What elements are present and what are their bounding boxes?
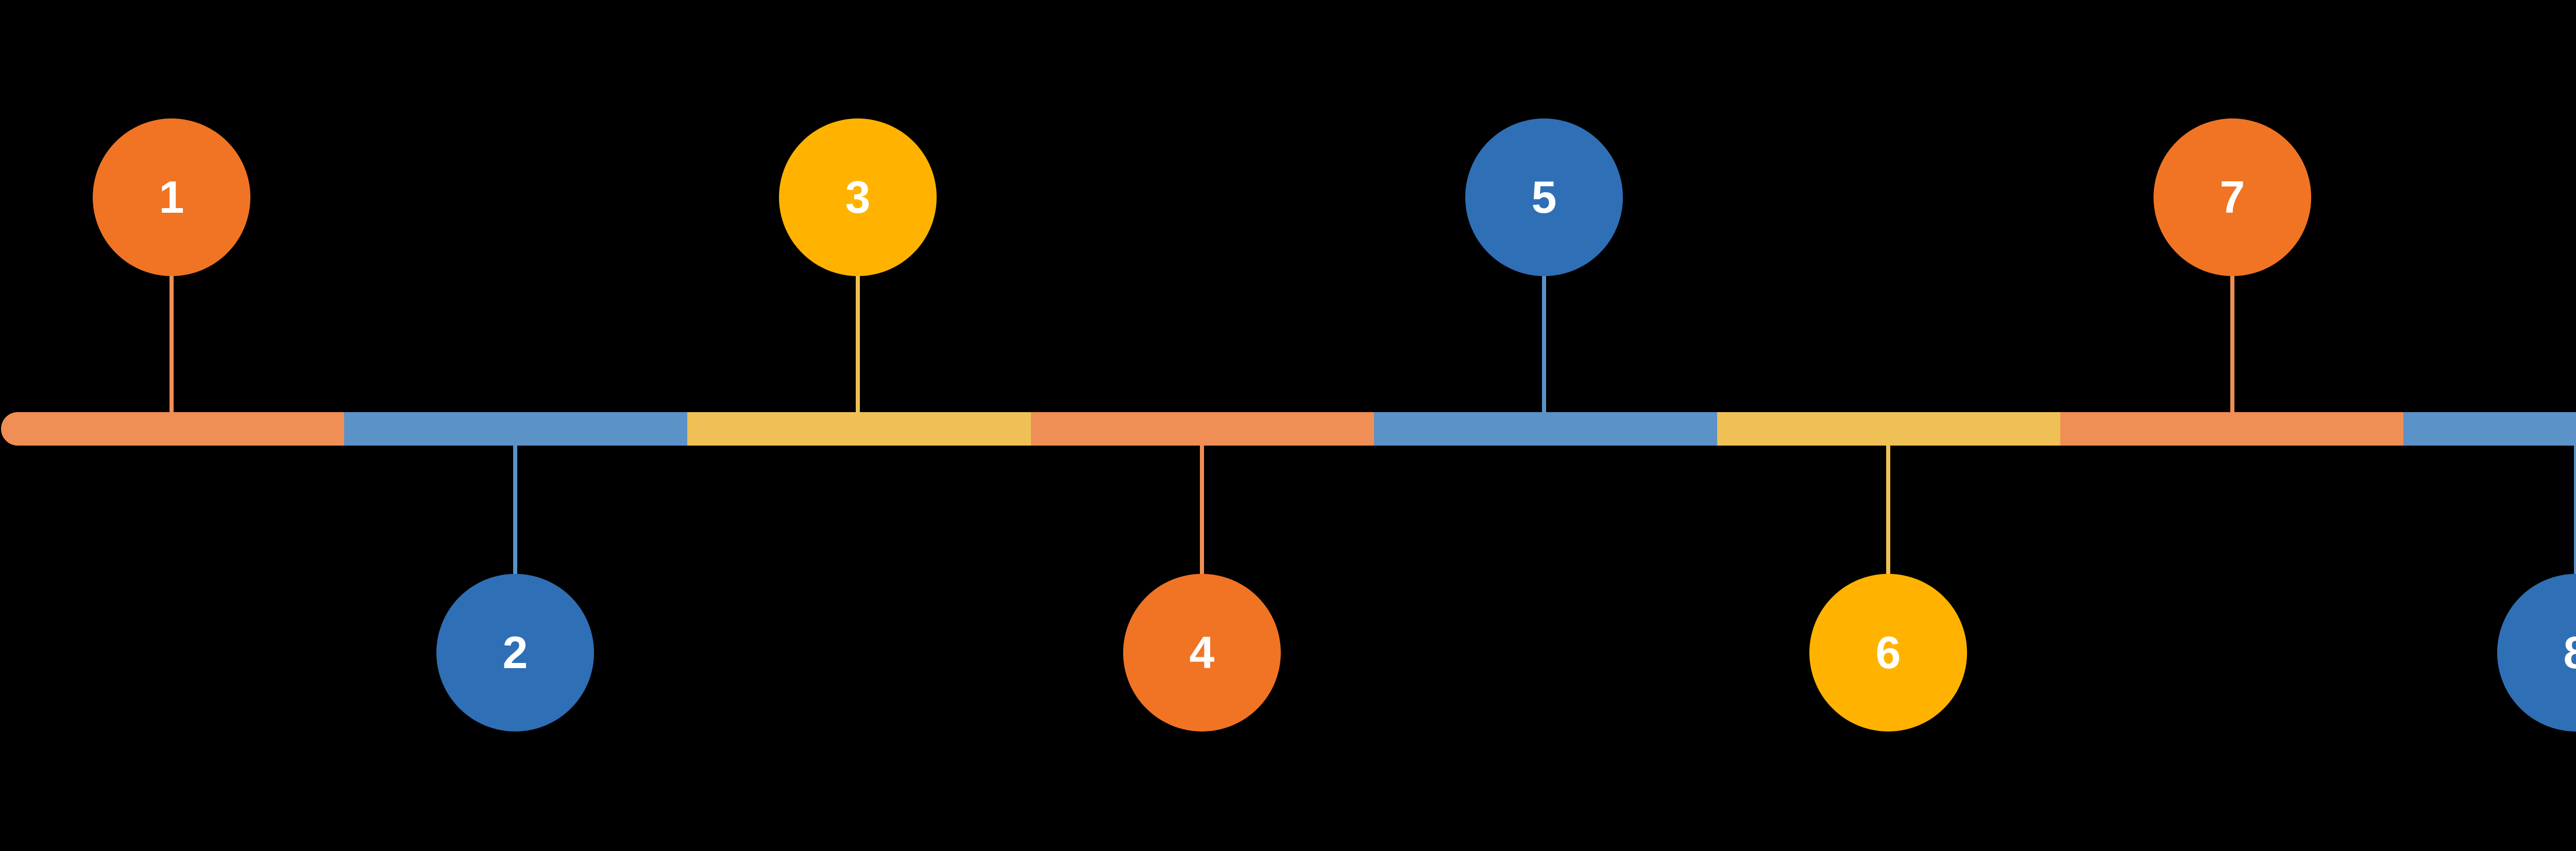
timeline-bar-segment-8[interactable] (2403, 412, 2576, 446)
timeline-bar-segment-2[interactable] (344, 412, 687, 446)
timeline-node-label: 1 (159, 172, 184, 223)
connector-stem-5 (1542, 271, 1546, 415)
timeline-node-8[interactable]: 8 (2497, 574, 2576, 731)
timeline-node-label: 4 (1189, 627, 1215, 678)
timeline-node-1[interactable]: 1 (93, 118, 250, 276)
timeline-node-label: 3 (845, 172, 871, 223)
connector-stem-4 (1200, 442, 1204, 579)
timeline-bar-segment-1[interactable] (1, 412, 344, 446)
timeline-bar-segment-7[interactable] (2060, 412, 2403, 446)
timeline-node-label: 2 (502, 627, 528, 678)
timeline-node-4[interactable]: 4 (1123, 574, 1281, 731)
connector-stem-2 (513, 442, 517, 579)
timeline-bar-segment-5[interactable] (1374, 412, 1717, 446)
timeline-node-3[interactable]: 3 (779, 118, 937, 276)
connector-stem-8 (2574, 442, 2576, 579)
timeline-bar-segment-6[interactable] (1717, 412, 2060, 446)
timeline-bar (1, 412, 2576, 446)
timeline-node-2[interactable]: 2 (436, 574, 594, 731)
timeline-node-6[interactable]: 6 (1809, 574, 1967, 731)
timeline-node-label: 5 (1531, 172, 1557, 223)
timeline-node-label: 8 (2563, 627, 2576, 678)
timeline-bar-segment-4[interactable] (1031, 412, 1374, 446)
timeline-node-label: 6 (1875, 627, 1901, 678)
timeline-bar-segment-3[interactable] (687, 412, 1031, 446)
connector-stem-7 (2230, 271, 2234, 415)
connector-stem-3 (856, 271, 860, 415)
timeline-node-5[interactable]: 5 (1465, 118, 1623, 276)
timeline-node-7[interactable]: 7 (2154, 118, 2311, 276)
connector-stem-1 (170, 271, 174, 415)
timeline-node-label: 7 (2219, 172, 2245, 223)
connector-stem-6 (1886, 442, 1890, 579)
